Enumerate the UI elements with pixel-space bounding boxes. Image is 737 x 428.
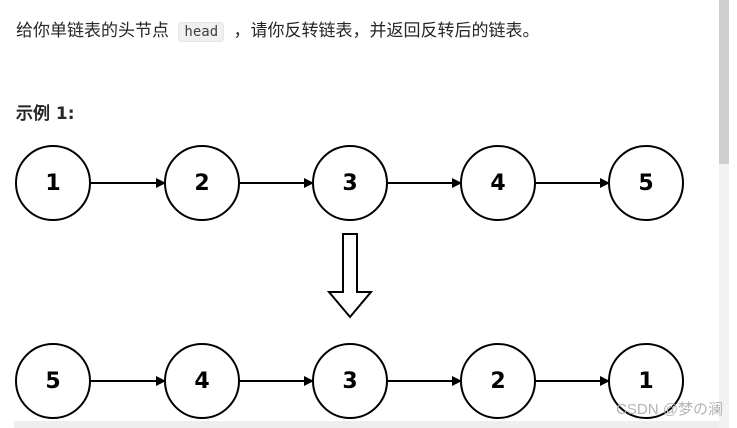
input-node: 1 (15, 145, 91, 221)
input-node: 2 (164, 145, 240, 221)
scrollbar-thumb[interactable] (719, 0, 729, 164)
output-list-row: 5 4 3 2 1 (15, 343, 684, 419)
node-value: 2 (194, 171, 209, 196)
example-title: 示例 1: (16, 104, 75, 124)
node-value: 3 (342, 171, 357, 196)
node-value: 5 (45, 369, 60, 394)
node-value: 2 (490, 369, 505, 394)
node-value: 1 (45, 171, 60, 196)
input-node: 4 (460, 145, 536, 221)
output-node: 4 (164, 343, 240, 419)
node-value: 1 (638, 369, 653, 394)
problem-description: 给你单链表的头节点 head ，请你反转链表，并返回反转后的链表。 (16, 18, 540, 45)
down-arrow-icon (326, 233, 374, 319)
problem-text-before: 给你单链表的头节点 (16, 21, 169, 41)
bottom-strip (14, 421, 719, 428)
output-node: 1 (608, 343, 684, 419)
node-value: 5 (638, 171, 653, 196)
node-value: 4 (194, 369, 209, 394)
node-value: 4 (490, 171, 505, 196)
node-circle (608, 343, 684, 419)
output-node: 2 (460, 343, 536, 419)
linked-list-reversal-diagram: 1 2 3 4 5 5 4 3 2 1 (15, 145, 684, 419)
input-list-row: 1 2 3 4 5 (15, 145, 684, 221)
watermark: CSDN @梦の澜 (616, 401, 723, 418)
node-circle (608, 145, 684, 221)
problem-text-after: ，请你反转链表，并返回反转后的链表。 (233, 21, 540, 41)
scrollbar-track[interactable] (719, 0, 729, 428)
input-node: 5 (608, 145, 684, 221)
input-node: 3 (312, 145, 388, 221)
output-node: 5 (15, 343, 91, 419)
node-value: 3 (342, 369, 357, 394)
output-node: 3 (312, 343, 388, 419)
inline-code-head: head (178, 22, 225, 42)
